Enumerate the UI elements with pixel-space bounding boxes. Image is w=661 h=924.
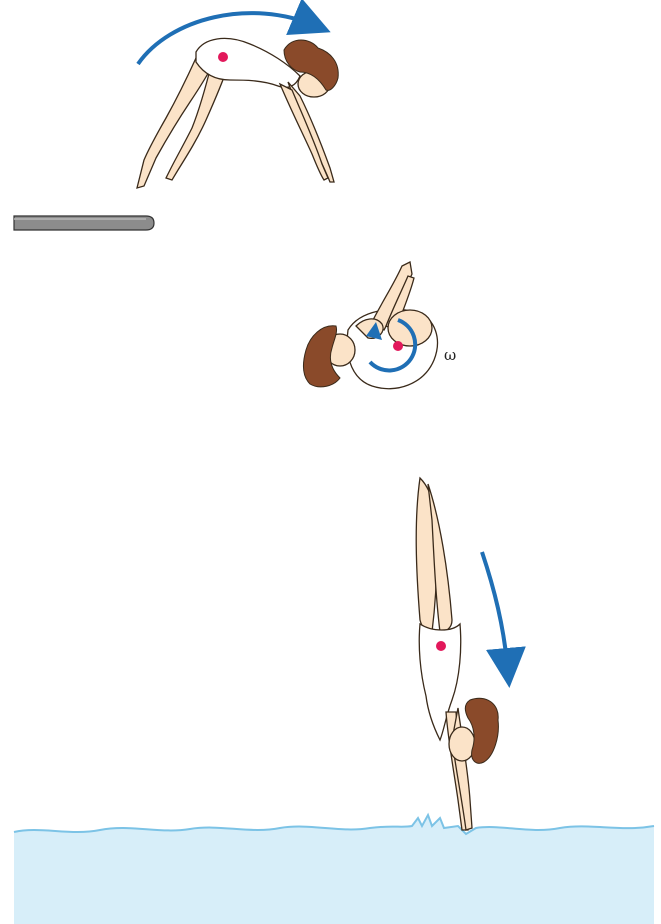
center-of-mass-dot — [218, 52, 228, 62]
center-of-mass-dot — [393, 341, 403, 351]
diver-stage-entry — [416, 478, 498, 830]
diver-stage-takeoff — [137, 38, 338, 188]
rotation-arrow-downward — [482, 552, 508, 672]
diving-board — [14, 216, 154, 230]
pool-water — [14, 815, 654, 924]
center-of-mass-dot — [436, 641, 446, 651]
angular-velocity-label: ω — [444, 346, 456, 364]
diver-stage-tuck — [303, 262, 437, 389]
